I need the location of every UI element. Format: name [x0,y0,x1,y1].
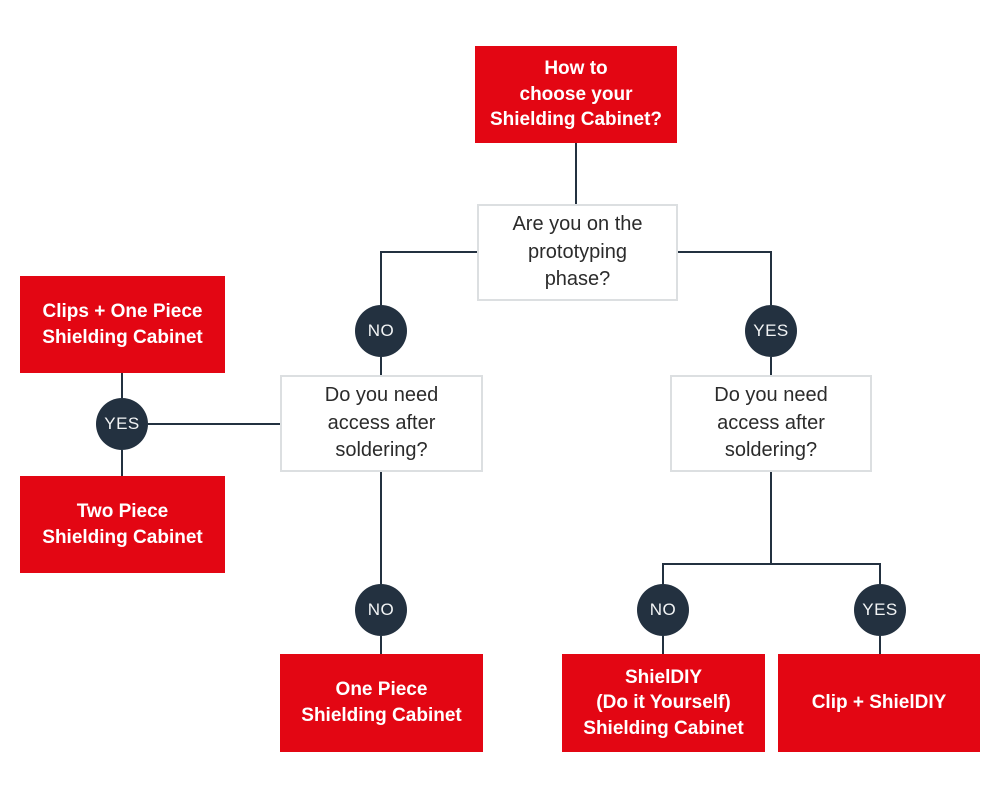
connector-yes-1-to-access-right [770,357,772,375]
question-access-after-soldering-left: Do you need access after soldering? [280,375,483,472]
connector-branch-horizontal [662,563,881,565]
question-access-after-soldering-right: Do you need access after soldering? [670,375,872,472]
title-box: How to choose your Shielding Cabinet? [475,46,677,143]
connector-yes-2-to-access-left [148,423,280,425]
question-prototyping-phase: Are you on the prototyping phase? [477,204,678,301]
connector-down-to-yes-1 [770,251,772,305]
connector-title-to-prototyping [575,143,577,204]
answer-circle-yes-2: YES [96,398,148,450]
result-one-piece: One Piece Shielding Cabinet [280,654,483,752]
answer-circle-no-3: NO [637,584,689,636]
connector-yes-3-to-clip-shieldiy [879,636,881,654]
connector-no-2-to-one-piece [380,636,382,654]
result-two-piece: Two Piece Shielding Cabinet [20,476,225,573]
result-clip-shieldiy: Clip + ShielDIY [778,654,980,752]
connector-branch-to-no-3 [662,563,664,584]
connector-access-left-to-no-2 [380,472,382,584]
connector-access-right-down [770,472,772,565]
result-clips-one-piece: Clips + One Piece Shielding Cabinet [20,276,225,373]
connector-no-3-to-shieldiy [662,636,664,654]
answer-circle-yes-1: YES [745,305,797,357]
answer-circle-no-1: NO [355,305,407,357]
result-shieldiy: ShielDIY (Do it Yourself) Shielding Cabi… [562,654,765,752]
connector-yes-2-to-two-piece [121,450,123,476]
connector-no-1-to-access-left [380,357,382,375]
connector-down-to-no-1 [380,251,382,305]
connector-prototyping-right [678,251,771,253]
connector-prototyping-left [381,251,477,253]
connector-branch-to-yes-3 [879,563,881,584]
answer-circle-yes-3: YES [854,584,906,636]
answer-circle-no-2: NO [355,584,407,636]
connector-clips-to-yes-2 [121,373,123,398]
